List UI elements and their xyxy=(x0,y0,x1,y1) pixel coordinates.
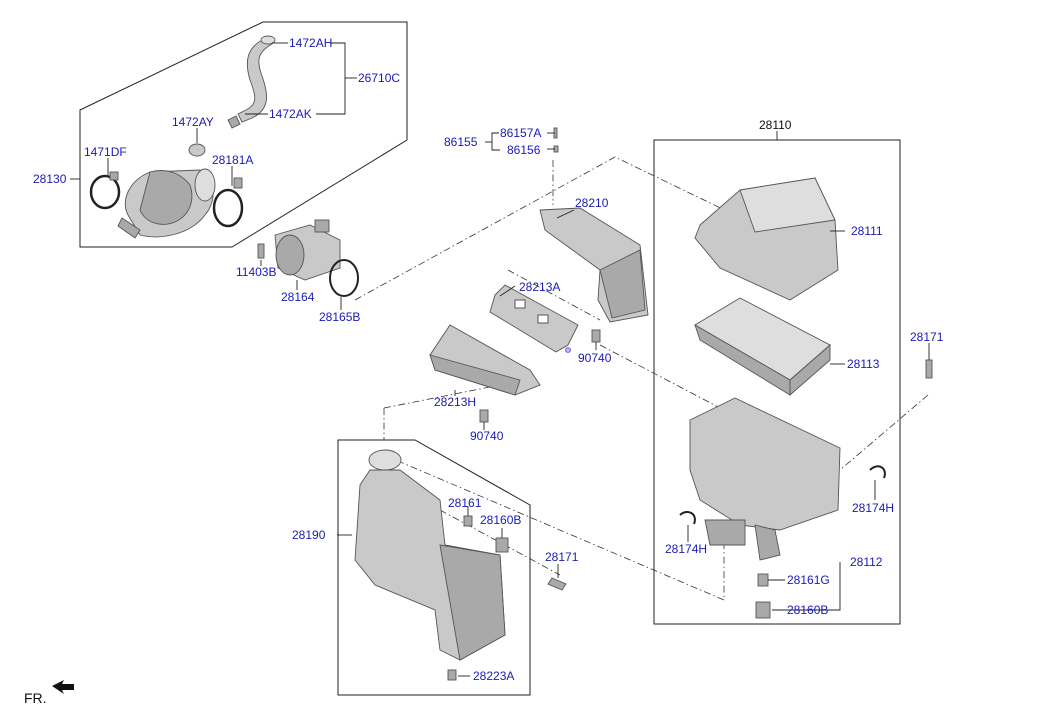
label-28113: 28113 xyxy=(847,357,880,371)
label-28223A: 28223A xyxy=(473,669,514,683)
label-26710C: 26710C xyxy=(358,71,400,85)
label-28213H: 28213H xyxy=(434,395,476,409)
lower-case-28112 xyxy=(689,397,841,561)
label-1472AK: 1472AK xyxy=(269,107,312,121)
front-label: FR. xyxy=(24,690,47,706)
label-86156: 86156 xyxy=(507,143,541,157)
upper-cover-28111 xyxy=(694,177,839,301)
bolt-11403B xyxy=(257,243,265,259)
label-90740-upper: 90740 xyxy=(578,351,612,365)
label-28130: 28130 xyxy=(33,172,67,186)
label-28160B-upper: 28160B xyxy=(480,513,521,527)
front-direction-indicator: FR. xyxy=(24,680,74,706)
breather-hose-26710C xyxy=(237,35,276,123)
front-arrow-icon xyxy=(52,680,74,694)
clip-28174H-right xyxy=(869,465,886,479)
label-28174H-right: 28174H xyxy=(852,501,894,515)
grommet-28161 xyxy=(463,515,473,527)
resonator-28190 xyxy=(354,449,506,661)
label-28110: 28110 xyxy=(759,118,792,132)
screws-86155 xyxy=(553,127,559,153)
gasket-28165B xyxy=(329,259,359,297)
label-28164: 28164 xyxy=(281,290,315,304)
bolt-28171-lower xyxy=(547,577,567,591)
grommet-28161G xyxy=(757,573,769,587)
bushing-28160B-lower xyxy=(755,601,771,619)
intake-duct-28210 xyxy=(539,207,649,323)
label-11403B: 11403B xyxy=(236,265,276,279)
label-1472AH: 1472AH xyxy=(289,36,332,50)
clamp-1471DF xyxy=(89,171,121,210)
bolt-90740-lower xyxy=(479,409,489,423)
resonator-group-frame xyxy=(337,439,531,696)
label-28171-right: 28171 xyxy=(910,330,944,344)
label-28161: 28161 xyxy=(448,496,482,510)
label-28112: 28112 xyxy=(850,555,883,569)
bracket-28213A xyxy=(489,284,579,353)
label-86155: 86155 xyxy=(444,135,478,149)
leader-lines xyxy=(70,42,930,677)
label-28111: 28111 xyxy=(851,224,883,238)
bushing-28160B-upper xyxy=(495,537,509,553)
clamp-28181A xyxy=(212,177,244,228)
air-flow-sensor-28164 xyxy=(274,219,341,281)
label-28190: 28190 xyxy=(292,528,326,542)
clip-28174H-left xyxy=(679,511,696,525)
label-28210: 28210 xyxy=(575,196,609,210)
bolt-28171 xyxy=(925,359,933,379)
label-1471DF: 1471DF xyxy=(84,145,127,159)
cover-28213H xyxy=(429,324,541,396)
label-1472AY: 1472AY xyxy=(172,115,214,129)
clamp-1472AY xyxy=(188,115,241,157)
label-28160B-lower: 28160B xyxy=(787,603,828,617)
label-86157A: 86157A xyxy=(500,126,541,140)
clip-28223A xyxy=(447,669,457,681)
intake-hose-group-frame xyxy=(79,21,408,248)
label-28174H-left: 28174H xyxy=(665,542,707,556)
label-28161G: 28161G xyxy=(787,573,830,587)
label-28181A: 28181A xyxy=(212,153,253,167)
label-28213A: 28213A xyxy=(519,280,560,294)
label-90740-lower: 90740 xyxy=(470,429,504,443)
label-28165B: 28165B xyxy=(319,310,360,324)
part-labels: 1472AH 26710C 1472AK 1472AY 1471DF 28181… xyxy=(33,36,944,683)
label-28171-lower: 28171 xyxy=(545,550,579,564)
intake-hose-28130 xyxy=(117,168,216,239)
filter-element-28113 xyxy=(694,297,831,396)
